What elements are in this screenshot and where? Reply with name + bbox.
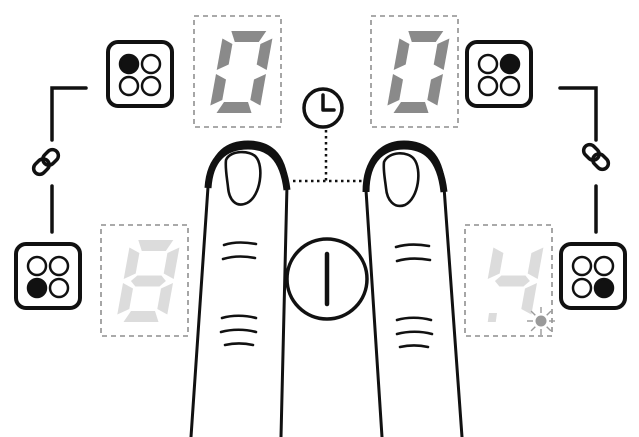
burner-inactive-dot: [140, 75, 162, 97]
burner-inactive-dot: [571, 255, 593, 277]
burner-active-dot: [499, 53, 521, 75]
blink-ray: [530, 326, 536, 332]
zone-button-frame: [559, 242, 627, 310]
digit-segment-g: [494, 275, 530, 287]
digit-segment-c: [521, 283, 537, 315]
burner-inactive-dot: [140, 53, 162, 75]
cooking-zone-button-bottom-right[interactable]: [559, 242, 627, 310]
digit-segment-f: [393, 38, 410, 70]
burner-inactive-dot: [477, 75, 499, 97]
digit-segment-c: [250, 74, 266, 106]
digit-segment-a: [231, 31, 267, 42]
right-fingertip-shadow: [362, 142, 448, 193]
power-icon[interactable]: [285, 237, 369, 321]
burner-inactive-dot: [48, 277, 70, 299]
blink-ray: [546, 310, 552, 316]
decimal-point-blink-indicator: [527, 307, 555, 335]
clock-icon[interactable]: [302, 87, 344, 129]
digit-segment-d: [393, 102, 429, 113]
digit-segment-c: [157, 283, 173, 315]
digit-segment-f: [123, 247, 140, 279]
zone-button-frame: [465, 40, 533, 108]
burner-inactive-dot: [499, 75, 521, 97]
left-fingertip-shadow: [204, 142, 291, 191]
burner-active-dot: [26, 277, 48, 299]
cooking-zone-button-bottom-left[interactable]: [14, 242, 82, 310]
burner-inactive-dot: [26, 255, 48, 277]
cooking-zone-button-top-left[interactable]: [106, 40, 174, 108]
zone-button-frame: [106, 40, 174, 108]
blinking-led-dot: [535, 315, 547, 327]
bridge-left-bracket: [50, 86, 88, 234]
digit-segment-e: [117, 283, 133, 315]
digit-segment-a: [138, 240, 174, 251]
digit-segment-d: [123, 311, 159, 322]
digit-segment-b: [527, 247, 544, 279]
display-digit-top-left: [210, 31, 273, 113]
blink-ray: [546, 326, 552, 332]
digit-segment-e: [210, 74, 226, 106]
burner-inactive-dot: [477, 53, 499, 75]
burner-active-dot: [593, 277, 615, 299]
blink-ray: [530, 310, 536, 316]
burner-inactive-dot: [593, 255, 615, 277]
display-digit-top-right: [387, 31, 450, 113]
bridge-right-bracket: [558, 86, 598, 234]
decimal-point: [487, 313, 498, 322]
right-finger: [364, 140, 464, 437]
digit-segment-a: [408, 31, 444, 42]
digit-segment-g: [130, 275, 166, 287]
digit-segment-f: [487, 247, 504, 279]
digit-segment-b: [163, 247, 180, 279]
digit-segment-e: [387, 74, 403, 106]
burner-active-dot: [118, 53, 140, 75]
digit-segment-d: [216, 102, 252, 113]
digit-segment-c: [427, 74, 443, 106]
cooking-zone-button-top-right[interactable]: [465, 40, 533, 108]
burner-inactive-dot: [571, 277, 593, 299]
digit-segment-b: [256, 38, 273, 70]
digit-segment-f: [216, 38, 233, 70]
digit-segment-b: [433, 38, 450, 70]
link-icon-left: [31, 147, 61, 177]
burner-inactive-dot: [48, 255, 70, 277]
zone-button-frame: [14, 242, 82, 310]
display-digit-bottom-right: [487, 247, 544, 322]
display-digit-bottom-left: [117, 240, 180, 322]
link-icon-right: [581, 142, 611, 172]
timer-connector-dotted: [293, 130, 364, 183]
burner-inactive-dot: [118, 75, 140, 97]
